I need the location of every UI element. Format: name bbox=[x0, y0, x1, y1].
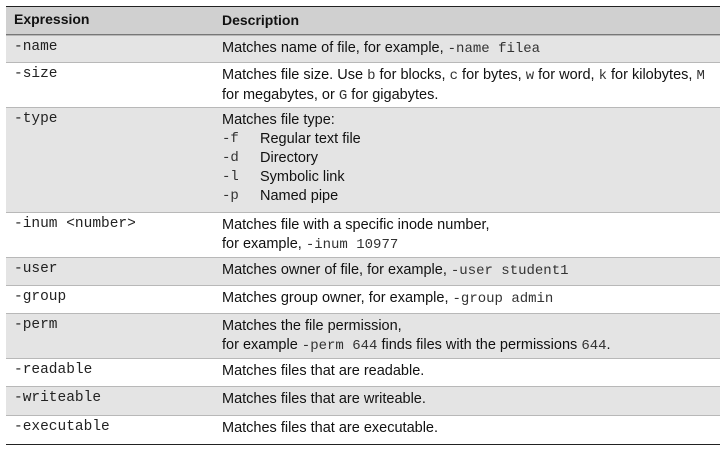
code-unit: M bbox=[696, 68, 705, 84]
option-label: Directory bbox=[260, 150, 319, 166]
code-unit: c bbox=[449, 68, 459, 84]
description-text: Matches name of file, for example, bbox=[222, 40, 448, 56]
expression-cell: -executable bbox=[14, 419, 110, 435]
description-text: for word, bbox=[534, 67, 599, 83]
description-text: for gigabytes. bbox=[347, 87, 439, 103]
description-text: for bytes, bbox=[458, 67, 526, 83]
expression-cell: -group bbox=[14, 289, 67, 305]
description-cell: Matches owner of file, for example, -use… bbox=[216, 258, 720, 285]
expression-cell: -type bbox=[14, 111, 58, 127]
expression-cell: -perm bbox=[14, 317, 58, 333]
description-cell: Matches the file permission, for example… bbox=[216, 314, 720, 358]
table-row: -user Matches owner of file, for example… bbox=[6, 257, 720, 285]
code-example: -user student1 bbox=[450, 263, 569, 279]
description-text: Matches file size. Use bbox=[222, 67, 368, 83]
table-row: -size Matches file size. Use b for block… bbox=[6, 62, 720, 107]
description-cell: Matches files that are readable. bbox=[222, 363, 425, 379]
expression-cell: -user bbox=[14, 261, 58, 277]
table-row: -name Matches name of file, for example,… bbox=[6, 35, 720, 62]
description-text: Matches the file permission, bbox=[222, 318, 402, 334]
expression-cell: -name bbox=[14, 39, 58, 55]
code-unit: G bbox=[338, 88, 348, 104]
option-flag: -f bbox=[222, 131, 239, 147]
type-option: -f Regular text file bbox=[222, 130, 716, 149]
table-row: -group Matches group owner, for example,… bbox=[6, 285, 720, 313]
type-option: -d Directory bbox=[222, 149, 716, 168]
expression-cell: -writeable bbox=[14, 390, 102, 406]
option-flag: -l bbox=[222, 169, 239, 185]
expression-cell: -size bbox=[14, 66, 58, 82]
description-cell: Matches file type: -f Regular text file -… bbox=[216, 108, 720, 212]
description-text: for megabytes, or bbox=[222, 87, 339, 103]
code-unit: b bbox=[367, 68, 376, 84]
description-text: Matches group owner, for example, bbox=[222, 290, 453, 306]
header-expression: Expression bbox=[14, 11, 90, 27]
description-text: for example bbox=[222, 337, 302, 353]
expression-cell: -readable bbox=[14, 362, 93, 378]
description-cell: Matches files that are executable. bbox=[222, 420, 439, 436]
code-unit: k bbox=[598, 68, 607, 84]
description-cell: Matches file size. Use b for blocks, c f… bbox=[216, 63, 720, 107]
type-option: -p Named pipe bbox=[222, 187, 716, 206]
code-example: -name filea bbox=[447, 41, 541, 57]
description-text: for kilobytes, bbox=[607, 67, 697, 83]
option-flag: -p bbox=[222, 188, 239, 204]
code-example: 644 bbox=[581, 338, 607, 354]
find-expressions-table: Expression Description -name Matches nam… bbox=[6, 6, 720, 445]
description-text: finds files with the permissions bbox=[377, 337, 582, 353]
type-option: -l Symbolic link bbox=[222, 168, 716, 187]
option-flag: -d bbox=[222, 150, 239, 166]
description-text: Matches owner of file, for example, bbox=[222, 262, 451, 278]
table-row: -inum <number> Matches file with a speci… bbox=[6, 212, 720, 257]
code-example: -perm 644 bbox=[301, 338, 378, 354]
description-text: Matches file type: bbox=[222, 112, 335, 128]
description-text: for example, bbox=[222, 236, 306, 252]
description-text: Matches file with a specific inode numbe… bbox=[222, 217, 490, 233]
option-label: Named pipe bbox=[260, 188, 339, 204]
description-cell: Matches group owner, for example, -group… bbox=[216, 286, 720, 313]
description-text: for blocks, bbox=[375, 67, 450, 83]
description-cell: Matches files that are writeable. bbox=[222, 391, 426, 407]
table-row: -readable Matches files that are readabl… bbox=[6, 358, 720, 386]
table-row: -writeable Matches files that are writea… bbox=[6, 386, 720, 415]
option-label: Regular text file bbox=[260, 131, 361, 147]
table-header: Expression Description bbox=[6, 7, 720, 35]
code-example: -inum 10977 bbox=[305, 237, 399, 253]
option-label: Symbolic link bbox=[260, 169, 345, 185]
description-cell: Matches file with a specific inode numbe… bbox=[216, 213, 720, 257]
table-row: -type Matches file type: -f Regular text … bbox=[6, 107, 720, 212]
code-unit: w bbox=[525, 68, 535, 84]
description-cell: Matches name of file, for example, -name… bbox=[216, 36, 720, 62]
table-row: -executable Matches files that are execu… bbox=[6, 415, 720, 444]
description-text: . bbox=[606, 337, 611, 353]
expression-cell: -inum <number> bbox=[14, 216, 136, 232]
table-row: -perm Matches the file permission, for e… bbox=[6, 313, 720, 358]
header-description: Description bbox=[222, 12, 300, 28]
code-example: -group admin bbox=[452, 291, 554, 307]
